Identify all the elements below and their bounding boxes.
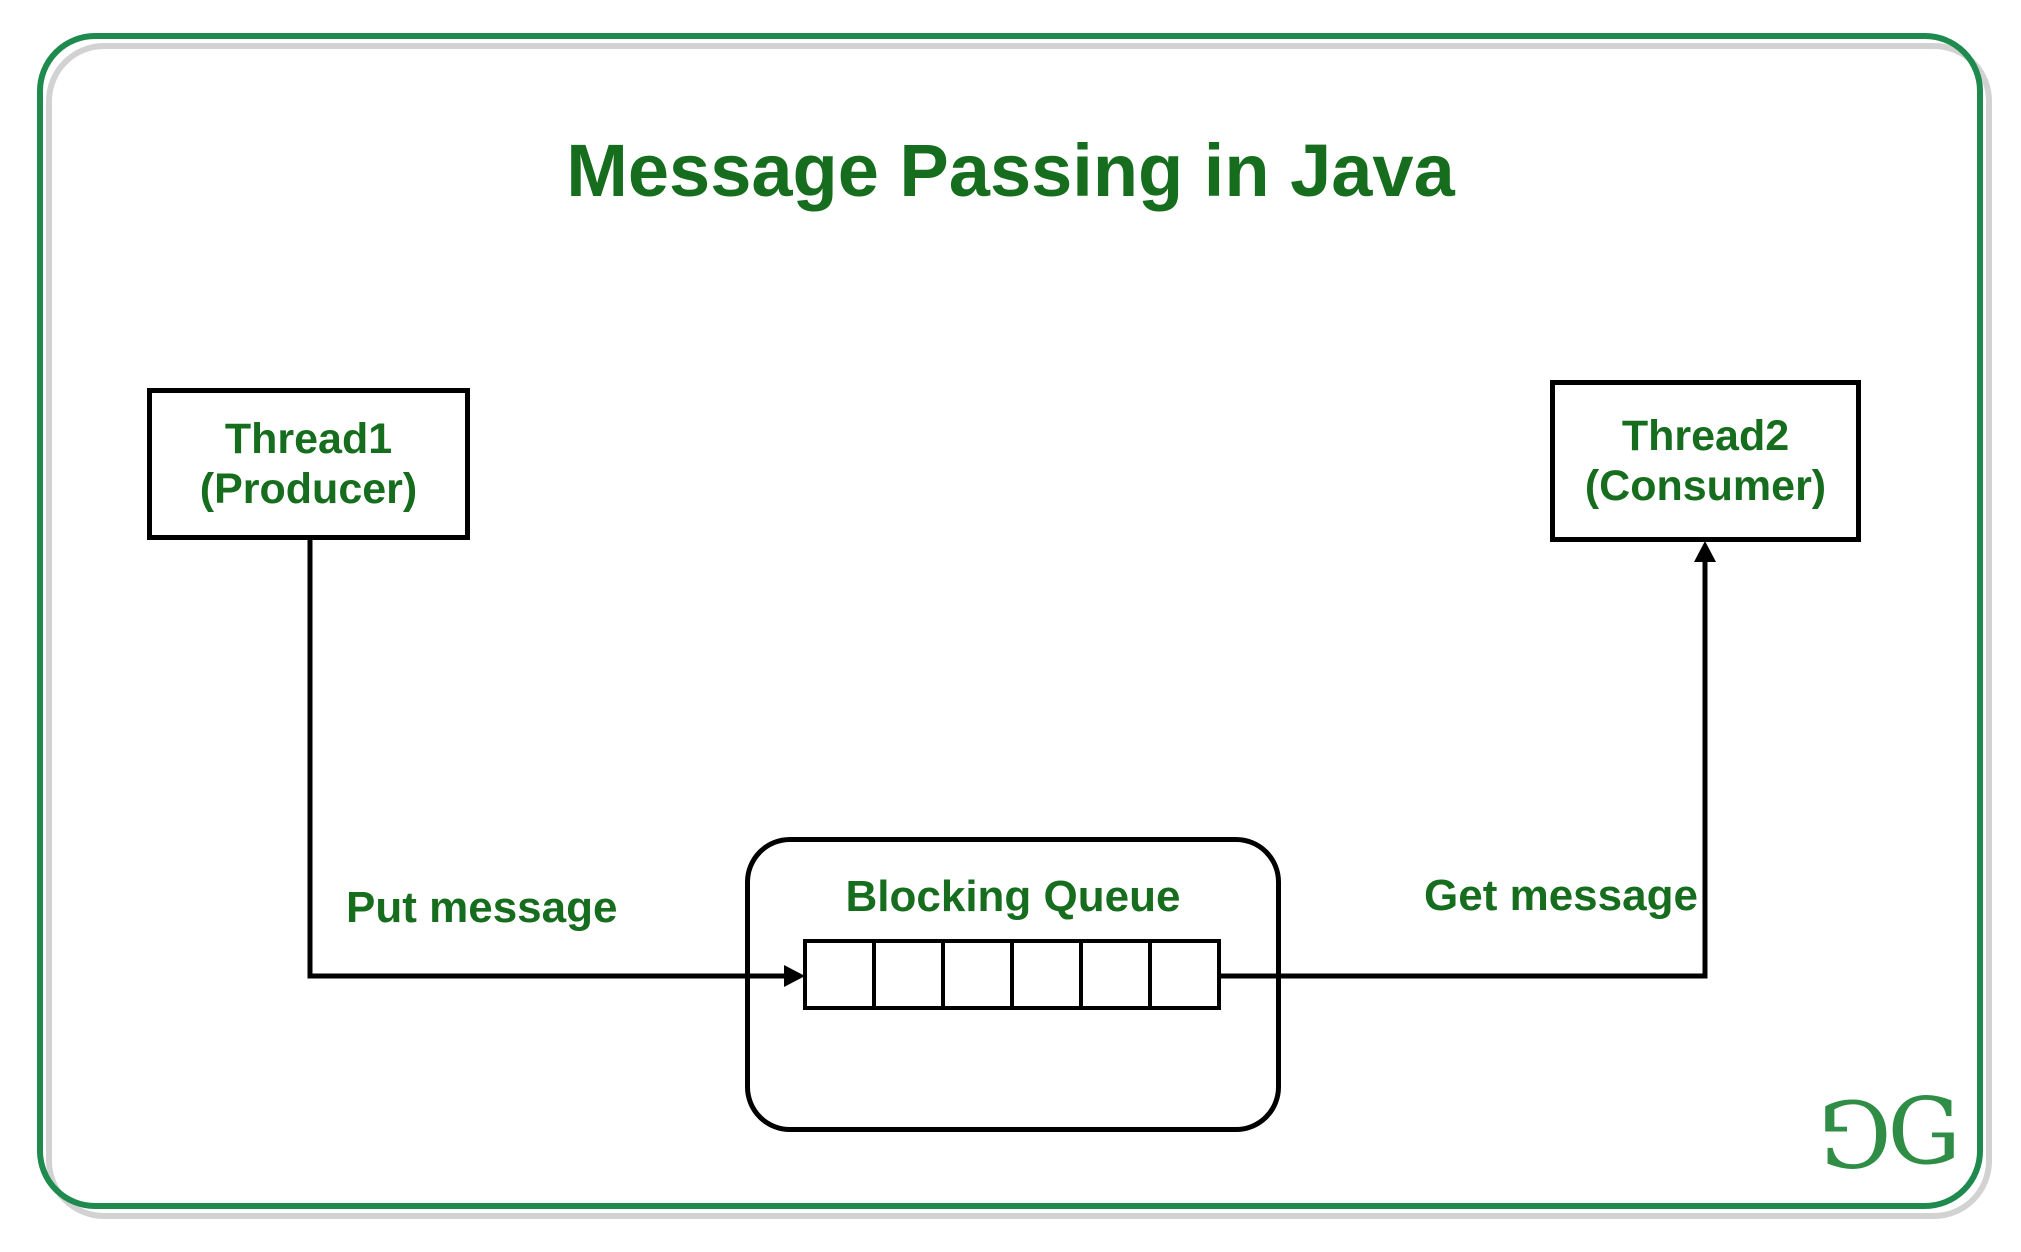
logo-mirrored-g-glyph: G bbox=[1824, 1079, 1892, 1186]
producer-thread-name: Thread1 bbox=[224, 415, 393, 463]
queue-cells bbox=[803, 939, 1221, 1010]
consumer-thread-role: (Consumer) bbox=[1584, 462, 1827, 510]
consumer-thread-box: Thread2 (Consumer) bbox=[1550, 380, 1861, 542]
queue-cell bbox=[1148, 939, 1221, 1010]
logo-g-glyph: G bbox=[1887, 1078, 1961, 1185]
get-message-arrowhead bbox=[1694, 541, 1716, 562]
queue-cell bbox=[1079, 939, 1152, 1010]
queue-cell bbox=[1010, 939, 1083, 1010]
consumer-thread-name: Thread2 bbox=[1621, 412, 1790, 460]
frame-border bbox=[37, 33, 1983, 1209]
blocking-queue-label: Blocking Queue bbox=[845, 872, 1181, 921]
producer-thread-role: (Producer) bbox=[199, 465, 418, 513]
geeksforgeeks-logo: GG bbox=[1824, 1079, 1961, 1186]
page-title: Message Passing in Java bbox=[566, 129, 1455, 212]
get-message-label: Get message bbox=[1424, 871, 1698, 920]
queue-cell bbox=[872, 939, 945, 1010]
put-message-arrowhead bbox=[784, 965, 805, 987]
put-message-line bbox=[307, 540, 786, 979]
blocking-queue-box: Blocking Queue bbox=[745, 837, 1281, 1132]
get-message-line bbox=[1217, 560, 1708, 979]
frame-shadow-border bbox=[46, 43, 1992, 1219]
producer-thread-box: Thread1 (Producer) bbox=[147, 388, 470, 540]
queue-cell bbox=[803, 939, 876, 1010]
put-message-label: Put message bbox=[346, 883, 618, 932]
queue-cell bbox=[941, 939, 1014, 1010]
